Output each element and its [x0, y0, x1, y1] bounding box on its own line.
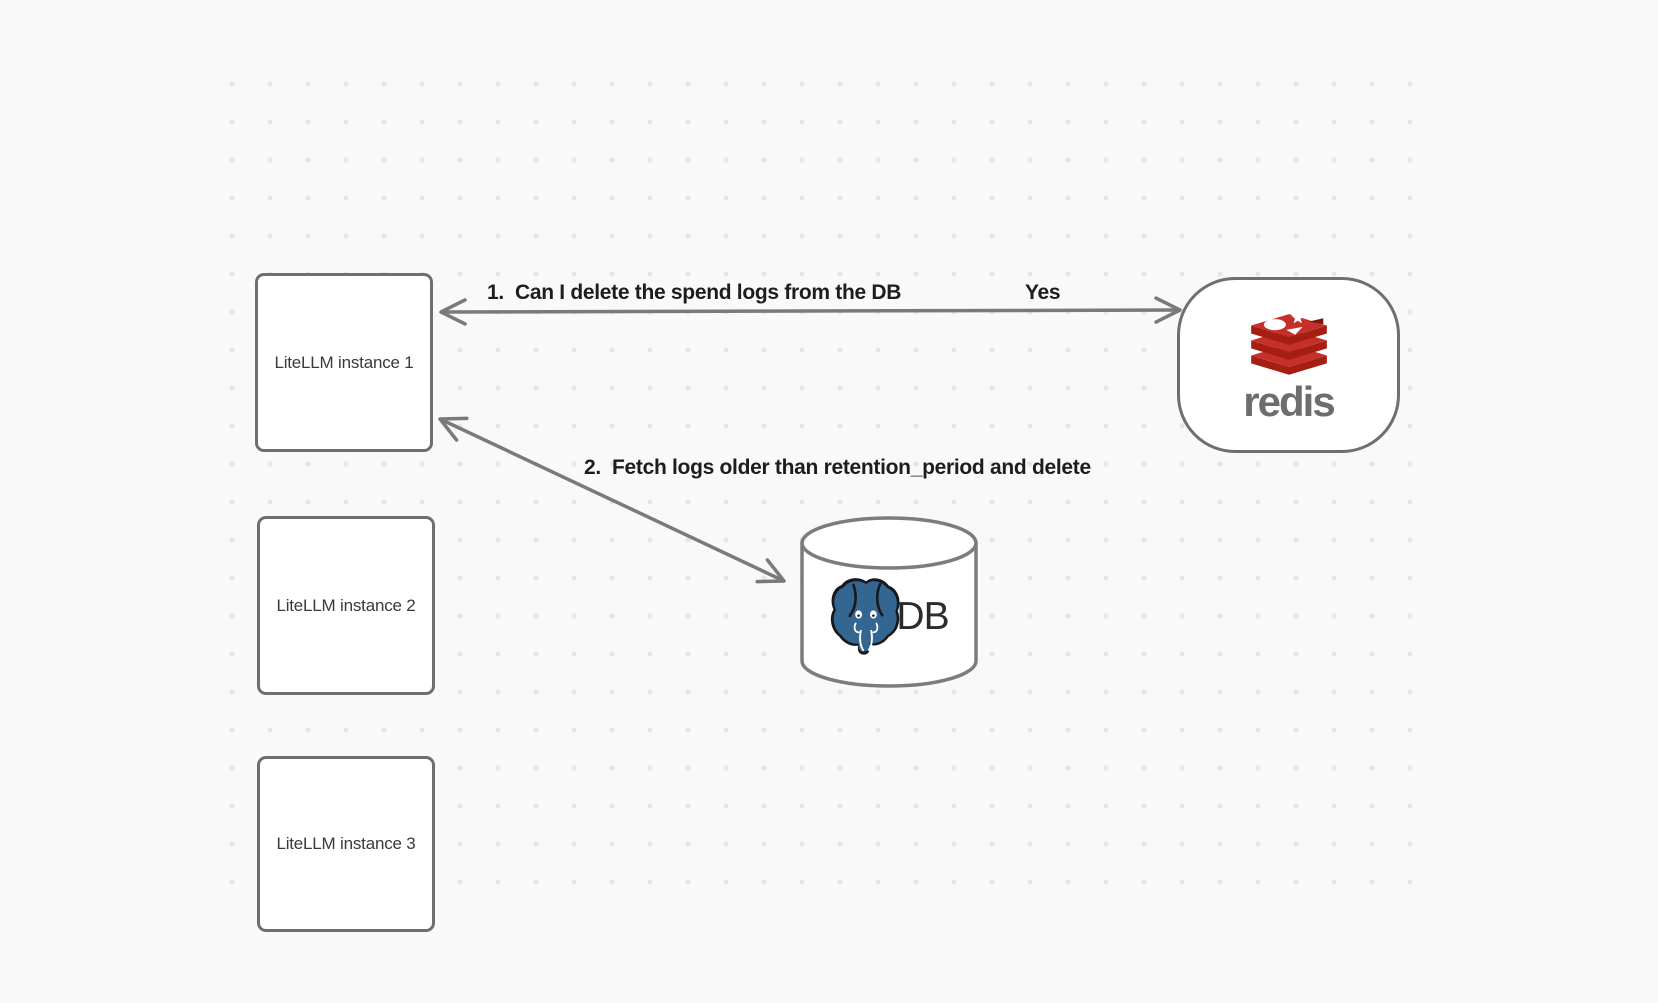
- node-litellm-instance-3: LiteLLM instance 3: [257, 756, 435, 932]
- node-litellm-instance-2: LiteLLM instance 2: [257, 516, 435, 695]
- node-litellm-instance-1-label: LiteLLM instance 1: [274, 352, 414, 372]
- postgresql-elephant-icon: [831, 577, 900, 655]
- node-db-label: DB: [896, 595, 949, 638]
- node-db-content: DB: [800, 572, 978, 662]
- node-litellm-instance-2-label: LiteLLM instance 2: [276, 595, 416, 615]
- node-litellm-instance-1: LiteLLM instance 1: [255, 273, 433, 452]
- redis-logo-icon: [1250, 310, 1327, 375]
- edge-2-label: 2. Fetch logs older than retention_perio…: [584, 456, 1091, 479]
- node-redis: redis: [1177, 277, 1400, 453]
- node-litellm-instance-3-label: LiteLLM instance 3: [276, 834, 416, 853]
- edge-1-label: 1. Can I delete the spend logs from the …: [487, 281, 902, 304]
- redis-wordmark: redis: [1243, 378, 1335, 425]
- edge-1-response-label: Yes: [1025, 281, 1061, 304]
